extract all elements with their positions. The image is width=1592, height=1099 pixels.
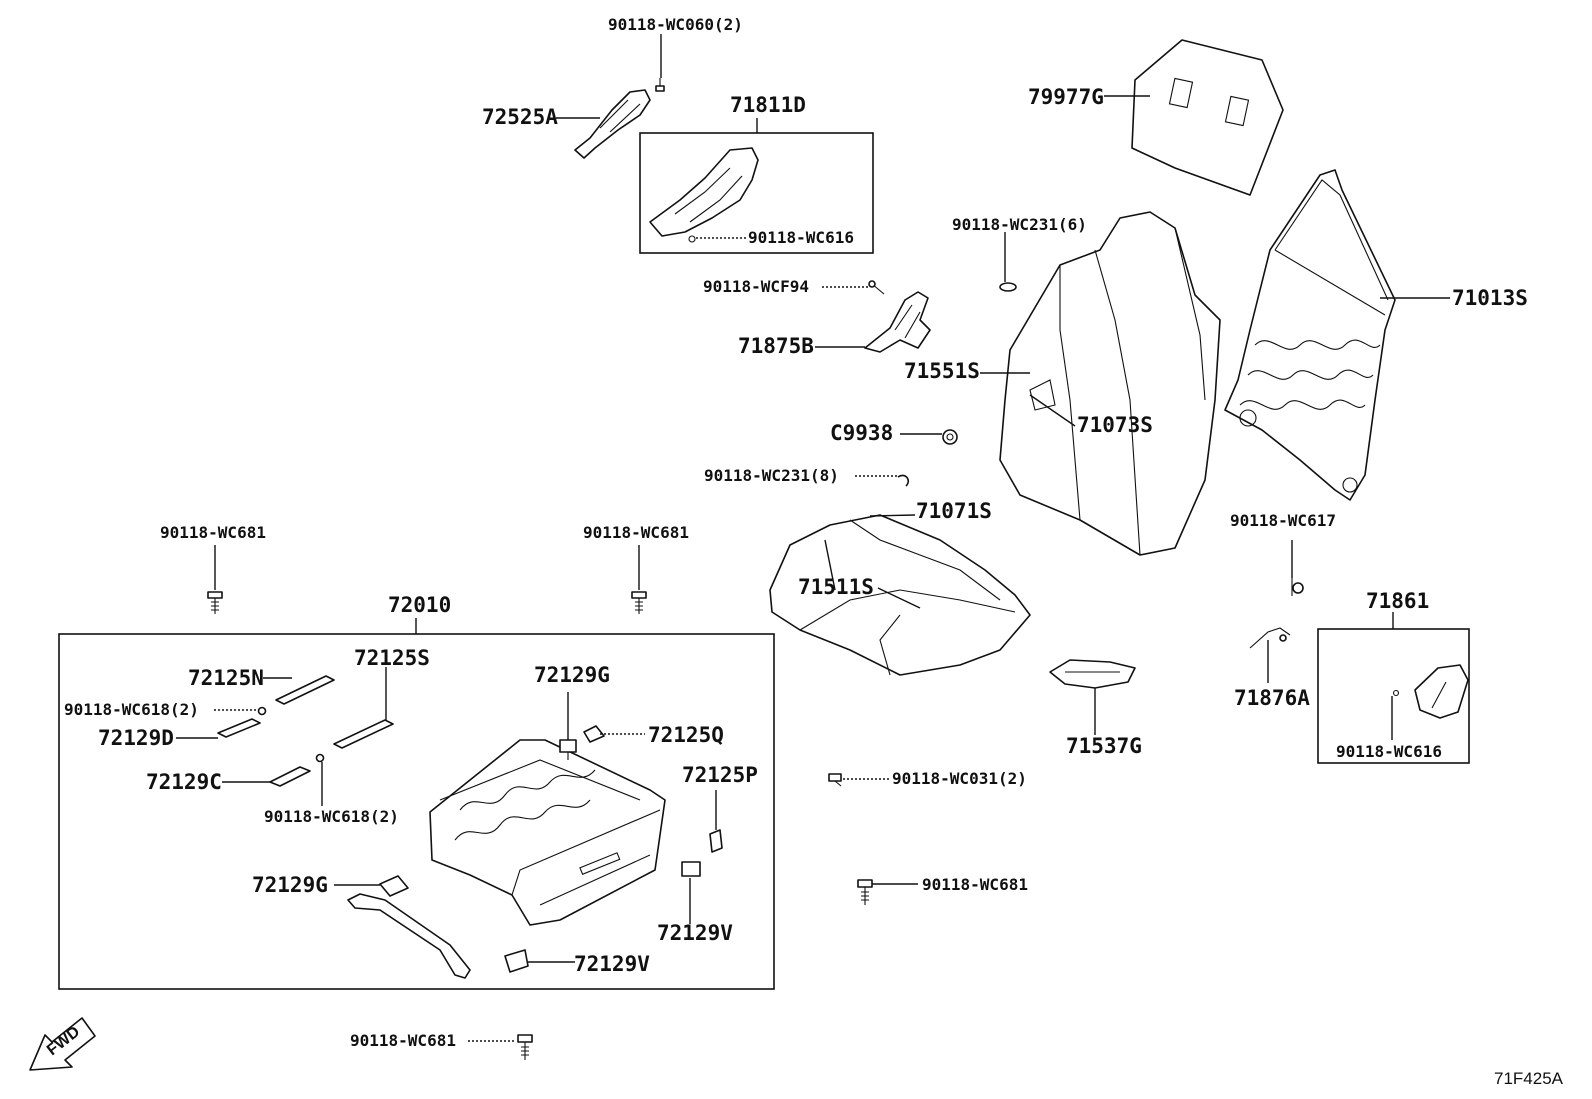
- label-c9938: C9938: [830, 421, 893, 445]
- towel-bar-part: [347, 893, 471, 979]
- diagram-reference-code: 71F425A: [1494, 1069, 1564, 1088]
- label-90118-wc616-top: 90118-WC616: [748, 228, 854, 247]
- clip-90118-wc231-8-part: [897, 474, 910, 487]
- label-71511s: 71511S: [798, 575, 874, 599]
- label-71551s: 71551S: [904, 359, 980, 383]
- cover-71861-part: [1392, 664, 1469, 719]
- clip-90118-wc618-b-part: [315, 753, 325, 763]
- seat-track-frame-part: [429, 739, 666, 926]
- clip-72129g-bottom-part: [379, 875, 409, 897]
- label-72129v-right: 72129V: [657, 921, 733, 945]
- bolt-90118-wc681-right-part: [857, 879, 873, 905]
- label-71876a: 71876A: [1234, 686, 1310, 710]
- label-90118-wc060-2: 90118-WC060(2): [608, 15, 743, 34]
- rail-72125s-part: [333, 719, 394, 749]
- label-71811d: 71811D: [730, 93, 806, 117]
- seat-cushion-cover-71511s-part: [769, 514, 1031, 676]
- label-72129v-bottom: 72129V: [574, 952, 650, 976]
- label-72125q: 72125Q: [648, 723, 724, 747]
- lever-71811d-part: [649, 147, 759, 243]
- label-72125n: 72125N: [188, 666, 264, 690]
- seat-back-cover-71551s-part: [999, 211, 1221, 556]
- rail-72129d-part: [217, 718, 261, 738]
- label-90118-wc618-2-b: 90118-WC618(2): [264, 807, 399, 826]
- label-71861: 71861: [1366, 589, 1429, 613]
- label-90118-wc031-2: 90118-WC031(2): [892, 769, 1027, 788]
- grommet-c9938-part: [942, 429, 958, 445]
- clip-72129v-right-part: [681, 861, 701, 877]
- bolt-90118-wc681-mid-part: [631, 591, 647, 614]
- label-71537g: 71537G: [1066, 734, 1142, 758]
- label-90118-wc681-bottom: 90118-WC681: [350, 1031, 456, 1050]
- label-90118-wc681-mid: 90118-WC681: [583, 523, 689, 542]
- clip-72129v-bottom-part: [504, 949, 529, 973]
- screw-90118-wcf94-part: [868, 280, 885, 295]
- screw-90118-wc060-part: [655, 78, 665, 92]
- label-79977g: 79977G: [1028, 85, 1104, 109]
- label-72129g-top: 72129G: [534, 663, 610, 687]
- clip-72125p-part: [709, 829, 723, 853]
- bolt-90118-wc681-left-part: [207, 591, 223, 614]
- label-90118-wc618-2-a: 90118-WC618(2): [64, 700, 199, 719]
- label-90118-wcf94: 90118-WCF94: [703, 277, 809, 296]
- bolt-90118-wc617-part: [1291, 578, 1304, 596]
- clip-72125q-part: [583, 725, 605, 743]
- rail-72129c-part: [269, 766, 311, 787]
- bolt-90118-wc681-bottom-part: [517, 1034, 533, 1060]
- label-72129g-bottom: 72129G: [252, 873, 328, 897]
- label-72010: 72010: [388, 593, 451, 617]
- label-71073s: 71073S: [1077, 413, 1153, 437]
- label-72129c: 72129C: [146, 770, 222, 794]
- label-90118-wc231-6: 90118-WC231(6): [952, 215, 1087, 234]
- label-71875b: 71875B: [738, 334, 814, 358]
- label-71071s: 71071S: [916, 499, 992, 523]
- bolt-90118-wc031-part: [828, 773, 842, 787]
- bracket-71537g-part: [1049, 659, 1136, 689]
- clip-90118-wc618-a-part: [257, 706, 267, 716]
- lever-72525a-part: [574, 89, 651, 159]
- label-90118-wc616-right: 90118-WC616: [1336, 742, 1442, 761]
- bracket-71875b-part: [864, 291, 931, 353]
- seat-back-frame-71013s-part: [1224, 169, 1396, 501]
- label-72525a: 72525A: [482, 105, 558, 129]
- label-90118-wc681-right: 90118-WC681: [922, 875, 1028, 894]
- rail-72125n-part: [275, 675, 335, 705]
- wire-71876a-part: [1249, 627, 1291, 649]
- label-90118-wc231-8: 90118-WC231(8): [704, 466, 839, 485]
- label-90118-wc617: 90118-WC617: [1230, 511, 1336, 530]
- label-72125p: 72125P: [682, 763, 758, 787]
- label-72125s: 72125S: [354, 646, 430, 670]
- clip-90118-wc231-6-part: [999, 282, 1017, 292]
- label-72129d: 72129D: [98, 726, 174, 750]
- label-90118-wc681-left: 90118-WC681: [160, 523, 266, 542]
- fwd-arrow-icon: FWD: [29, 1017, 96, 1071]
- clip-72129g-top-part: [559, 739, 577, 760]
- label-71013s: 71013S: [1452, 286, 1528, 310]
- headrest-cover-79977g-part: [1131, 39, 1284, 196]
